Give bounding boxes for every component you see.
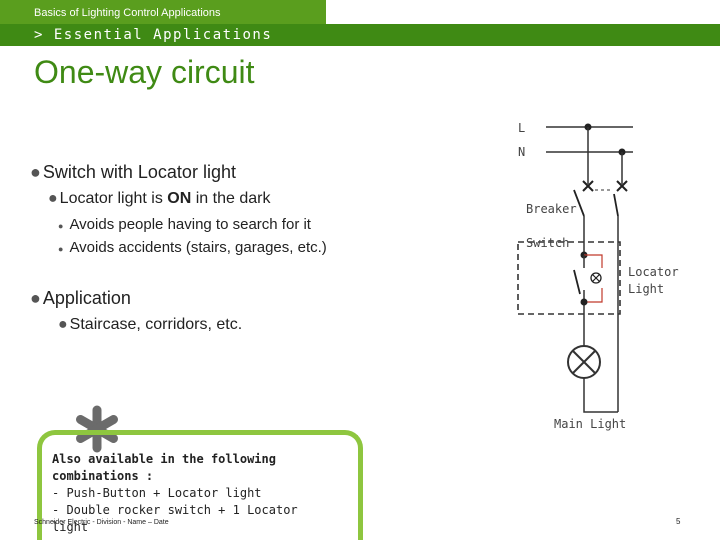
asterisk-icon — [76, 405, 118, 453]
bullet-text: Switch with Locator light — [42, 162, 236, 182]
header-bar: Basics of Lighting Control Applications — [0, 0, 720, 24]
callout-line: combinations : — [52, 469, 154, 483]
label-line-l: L — [518, 121, 526, 135]
lamp-return-wire — [583, 378, 618, 413]
bullet-dot: ● — [48, 190, 58, 207]
label-locator-2: Light — [628, 282, 665, 296]
wiring-diagram: L N Breaker Switch Locator Light Main Li… — [506, 112, 716, 442]
switch-contact — [573, 269, 581, 295]
locator-wire — [584, 288, 603, 303]
locator-lamp-cross — [592, 274, 600, 282]
bullet-text-bold: ON — [167, 190, 192, 207]
page-number: 5 — [676, 517, 681, 526]
label-switch: Switch — [526, 236, 570, 250]
label-locator-1: Locator — [628, 265, 679, 279]
section-title: > Essential Applications — [34, 27, 273, 43]
deck-title: Basics of Lighting Control Applications — [34, 7, 221, 19]
callout-line: light — [52, 520, 89, 534]
bullet-dot: ● — [58, 244, 64, 254]
bullet-text: Avoids accidents (stairs, garages, etc.) — [69, 239, 327, 256]
switch-enclosure — [517, 241, 621, 315]
bullet-dot: ● — [58, 221, 64, 231]
bullet-text-post: in the dark — [191, 190, 271, 207]
bullet-text: Application — [42, 288, 131, 308]
callout-line: - Double rocker switch + 1 Locator — [52, 503, 298, 517]
locator-wire — [584, 254, 603, 268]
breaker-neutral-contact — [613, 193, 619, 217]
junction-switch-out — [580, 298, 588, 306]
bullet-dot: ● — [30, 162, 41, 182]
bullet-switch-locator: ●Switch with Locator light — [30, 162, 236, 183]
section-bar: > Essential Applications — [0, 24, 720, 46]
callout-text: Also available in the following combinati… — [52, 451, 298, 536]
bullet-locator-on: ●Locator light is ON in the dark — [48, 190, 270, 208]
bullet-text: Staircase, corridors, etc. — [69, 316, 243, 333]
deck-title-bar: Basics of Lighting Control Applications — [0, 0, 326, 24]
wiring-diagram-svg — [517, 123, 633, 413]
bullet-avoid-accidents: ● Avoids accidents (stairs, garages, etc.… — [58, 239, 327, 256]
callout-line: - Push-Button + Locator light — [52, 486, 262, 500]
bullet-application: ●Application — [30, 288, 131, 309]
callout-box: Also available in the following combinati… — [37, 430, 363, 540]
bullet-text-pre: Locator light is — [59, 190, 168, 207]
label-breaker: Breaker — [526, 202, 577, 216]
footer-text: Schneider Electric - Division - Name – D… — [34, 519, 169, 526]
callout-line: Also available in the following — [52, 452, 276, 466]
bullet-dot: ● — [58, 316, 68, 333]
bullet-avoid-search: ● Avoids people having to search for it — [58, 216, 311, 233]
label-main-light: Main Light — [554, 417, 627, 431]
slide-title: One-way circuit — [34, 54, 255, 90]
breaker-x-mark — [616, 180, 628, 192]
bullet-staircase: ●Staircase, corridors, etc. — [58, 316, 242, 334]
label-line-n: N — [518, 145, 526, 159]
breaker-phase-contact — [573, 189, 585, 217]
bullet-dot: ● — [30, 288, 41, 308]
breaker-x-mark — [582, 180, 594, 192]
main-lamp-cross — [572, 350, 596, 374]
bullet-text: Avoids people having to search for it — [69, 216, 311, 233]
